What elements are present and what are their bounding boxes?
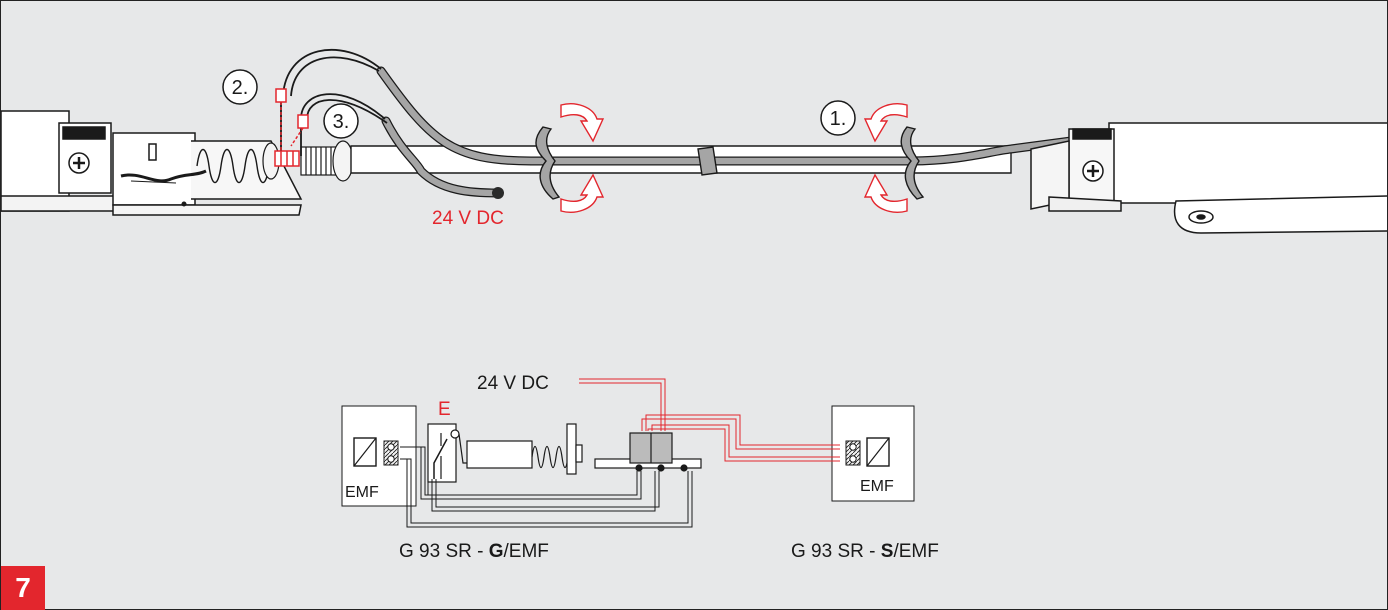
left-closer-body [1,110,303,216]
top-power-label: 24 V DC [432,208,504,229]
step-2-circle [222,69,258,105]
step-markers: 2. 3. 1. [222,69,856,139]
rotation-arrows [560,103,908,213]
terminal-block [594,432,702,472]
right-caption-bold: S [881,541,894,562]
schematic-black-wires [400,446,693,528]
grey-cables [376,66,1114,199]
left-caption-suffix: /EMF [504,541,549,562]
step-3-label: 3. [333,111,350,133]
contact-e-label: E [438,399,451,420]
left-caption-prefix: G 93 SR - [399,541,489,562]
left-caption: G 93 SR - G/EMF [399,541,549,562]
schematic-power-label: 24 V DC [477,373,549,394]
right-emf-box: EMF [831,405,915,502]
cable-tape [535,126,925,200]
right-closer-body [1030,122,1387,234]
figure-number-badge: 7 [1,566,45,610]
black-wires [280,48,388,156]
left-caption-bold: G [489,541,504,562]
step-1-circle [820,100,856,136]
red-connectors [274,88,309,167]
step-3-circle [323,103,359,139]
switch-mechanism [427,423,583,483]
left-emf-box: EMF [341,405,417,507]
right-emf-label: EMF [860,478,894,495]
step-1-label: 1. [830,108,847,130]
right-caption-prefix: G 93 SR - [791,541,881,562]
left-emf-label: EMF [345,484,379,501]
right-caption-suffix: /EMF [893,541,938,562]
right-caption: G 93 SR - S/EMF [791,541,939,562]
schematic-red-wires [579,378,840,462]
step-2-label: 2. [232,77,249,99]
